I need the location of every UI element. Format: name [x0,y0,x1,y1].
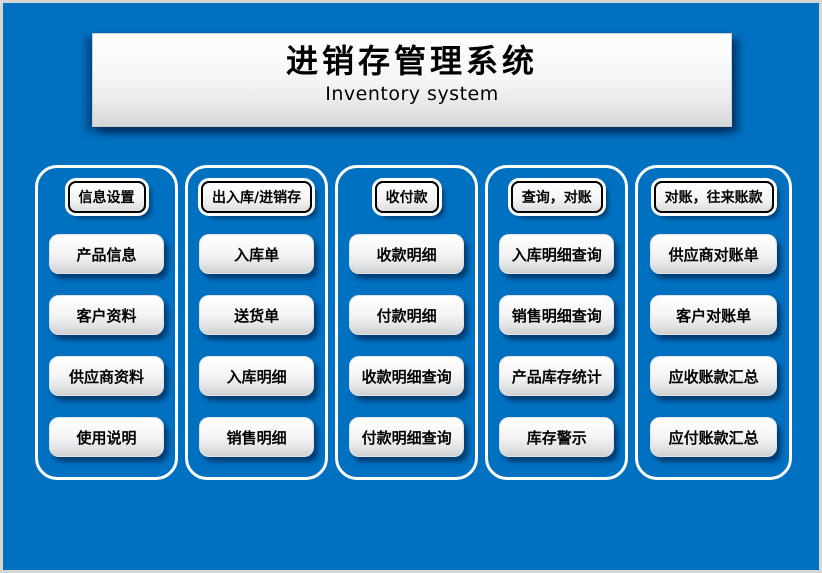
section-header-info-settings[interactable]: 信息设置 [67,181,146,213]
menu-column-reconciliation-accounts: 对账，往来账款 供应商对账单 客户对账单 应收账款汇总 应付账款汇总 [635,165,793,480]
payables-summary-button[interactable]: 应付账款汇总 [650,417,777,457]
sales-detail-button[interactable]: 销售明细 [199,417,315,457]
customer-statement-button[interactable]: 客户对账单 [650,295,777,335]
page-subtitle: Inventory system [325,82,499,105]
page-title: 进销存管理系统 [285,42,538,80]
usage-instructions-button[interactable]: 使用说明 [48,417,165,457]
section-header-receipts-payments[interactable]: 收付款 [374,181,439,213]
supplier-data-button[interactable]: 供应商资料 [48,356,165,396]
title-banner: 进销存管理系统 Inventory system [92,33,732,127]
receipt-detail-button[interactable]: 收款明细 [349,234,465,274]
supplier-statement-button[interactable]: 供应商对账单 [650,234,777,274]
stock-in-detail-query-button[interactable]: 入库明细查询 [499,234,615,274]
stock-in-detail-button[interactable]: 入库明细 [199,356,315,396]
payment-detail-button[interactable]: 付款明细 [349,295,465,335]
section-header-query-reconciliation[interactable]: 查询，对账 [510,181,603,213]
delivery-order-button[interactable]: 送货单 [199,295,315,335]
menu-column-info-settings: 信息设置 产品信息 客户资料 供应商资料 使用说明 [35,165,179,480]
stock-in-order-button[interactable]: 入库单 [199,234,315,274]
product-info-button[interactable]: 产品信息 [48,234,165,274]
customer-data-button[interactable]: 客户资料 [48,295,165,335]
receivables-summary-button[interactable]: 应收账款汇总 [650,356,777,396]
menu-columns: 信息设置 产品信息 客户资料 供应商资料 使用说明 出入库/进销存 入库单 送货… [35,165,793,480]
section-header-reconciliation-accounts[interactable]: 对账，往来账款 [653,181,774,213]
sales-detail-query-button[interactable]: 销售明细查询 [499,295,615,335]
stock-alert-button[interactable]: 库存警示 [499,417,615,457]
receipt-detail-query-button[interactable]: 收款明细查询 [349,356,465,396]
menu-column-stock-in-out: 出入库/进销存 入库单 送货单 入库明细 销售明细 [185,165,329,480]
section-header-stock-in-out[interactable]: 出入库/进销存 [201,181,313,213]
menu-column-query-reconciliation: 查询，对账 入库明细查询 销售明细查询 产品库存统计 库存警示 [485,165,629,480]
payment-detail-query-button[interactable]: 付款明细查询 [349,417,465,457]
menu-column-receipts-payments: 收付款 收款明细 付款明细 收款明细查询 付款明细查询 [335,165,479,480]
product-stock-stats-button[interactable]: 产品库存统计 [499,356,615,396]
